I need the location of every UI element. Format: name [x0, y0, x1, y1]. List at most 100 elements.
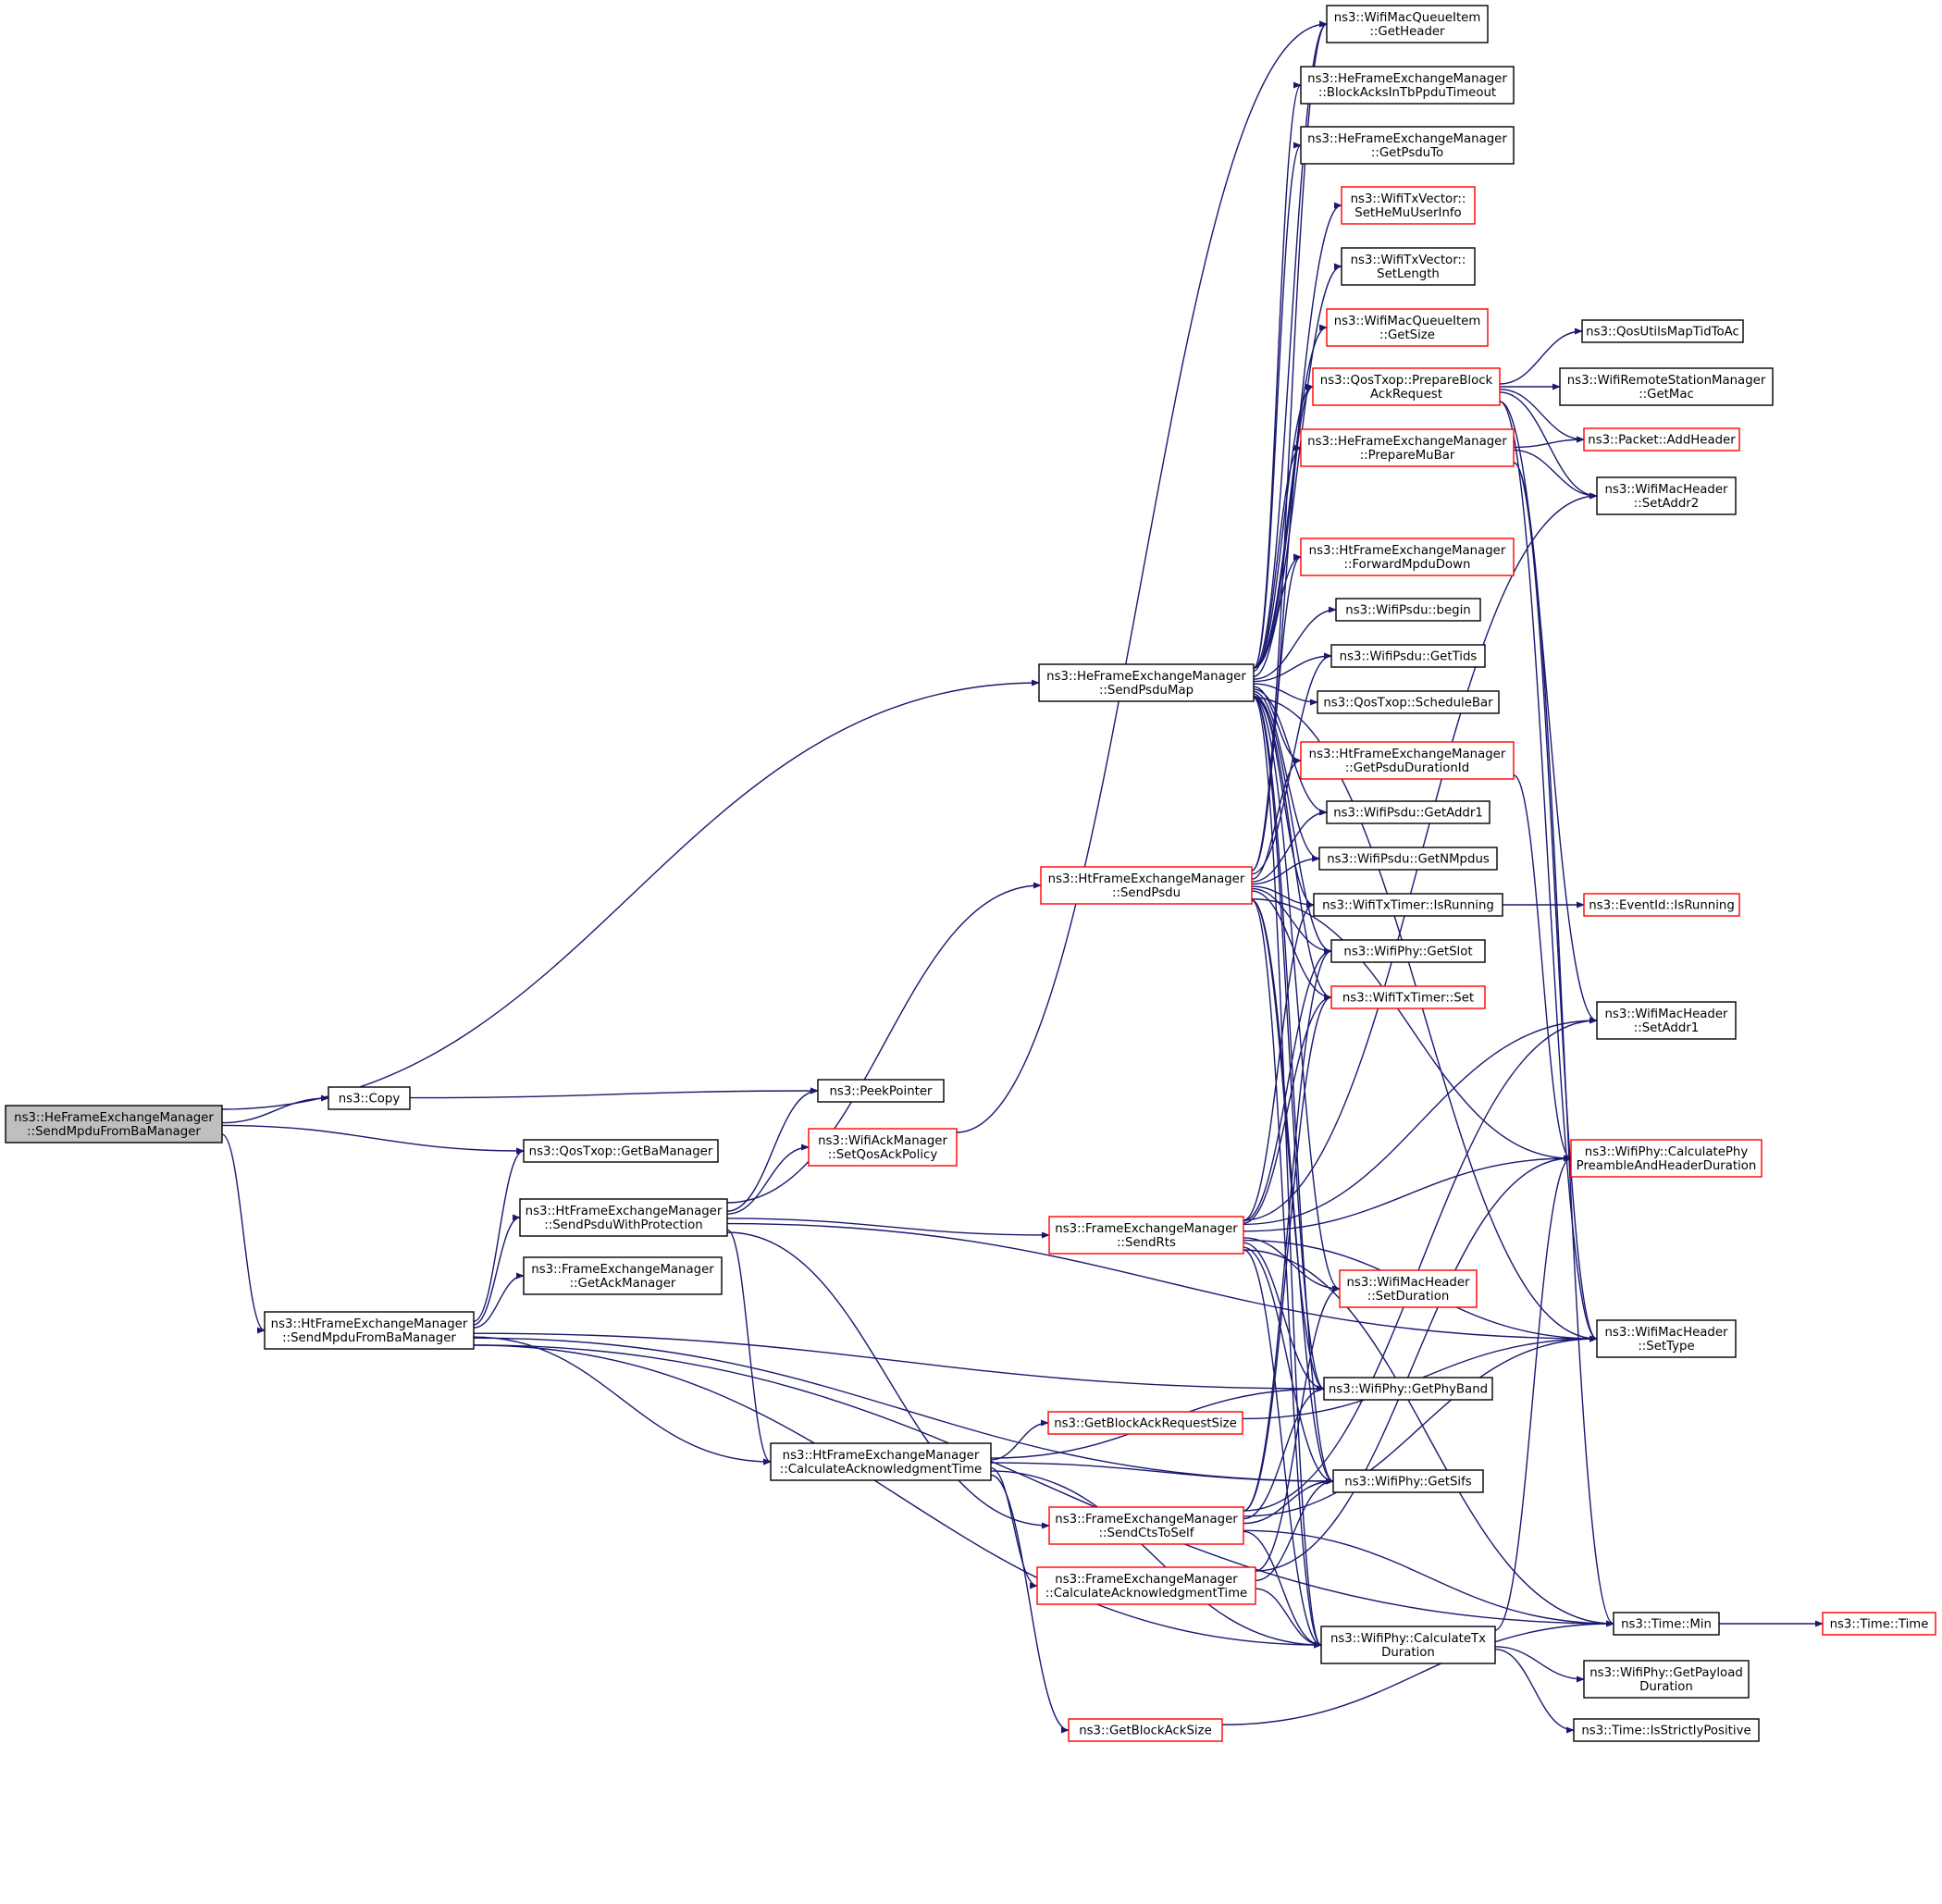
node-box[interactable] — [523, 1256, 723, 1295]
node-box[interactable] — [1300, 66, 1515, 105]
node-phy-calcpreamble[interactable]: ns3::WifiPhy::CalculatePhyPreambleAndHea… — [1570, 1139, 1763, 1178]
node-getackmgr[interactable]: ns3::FrameExchangeManager::GetAckManager — [523, 1256, 723, 1295]
node-box[interactable] — [1330, 644, 1486, 668]
node-box[interactable] — [523, 1139, 719, 1163]
node-hdr-setaddr2[interactable]: ns3::WifiMacHeader::SetAddr2 — [1596, 476, 1737, 515]
node-box[interactable] — [1318, 847, 1498, 871]
node-box[interactable] — [808, 1128, 958, 1167]
node-box[interactable] — [1038, 663, 1255, 702]
node-phy-getslot[interactable]: ns3::WifiPhy::GetSlot — [1330, 939, 1486, 963]
node-setqosack[interactable]: ns3::WifiAckManager::SetQosAckPolicy — [808, 1128, 958, 1167]
node-getbamgr[interactable]: ns3::QosTxop::GetBaManager — [523, 1139, 719, 1163]
node-he-sendpsdumap[interactable]: ns3::HeFrameExchangeManager::SendPsduMap — [1038, 663, 1255, 702]
node-ht-sendpsdu[interactable]: ns3::HtFrameExchangeManager::SendPsdu — [1040, 866, 1253, 905]
node-box[interactable] — [1341, 247, 1476, 286]
node-psdu-getaddr1[interactable]: ns3::WifiPsdu::GetAddr1 — [1326, 800, 1491, 824]
node-hdr-setduration[interactable]: ns3::WifiMacHeader::SetDuration — [1339, 1269, 1478, 1308]
node-box[interactable] — [1326, 308, 1489, 347]
node-box[interactable] — [1583, 1660, 1750, 1699]
node-box[interactable] — [1330, 985, 1486, 1009]
node-box[interactable] — [1313, 893, 1503, 917]
node-txv-setlength[interactable]: ns3::WifiTxVector::SetLength — [1341, 247, 1476, 286]
node-box[interactable] — [1596, 476, 1737, 515]
node-box[interactable] — [1596, 1319, 1737, 1358]
node-box[interactable] — [1326, 5, 1489, 43]
node-box[interactable] — [1040, 866, 1253, 905]
node-getbarsize[interactable]: ns3::GetBlockAckRequestSize — [1047, 1411, 1243, 1435]
node-box[interactable] — [1048, 1506, 1244, 1545]
node-box[interactable] — [1068, 1718, 1223, 1742]
node-box[interactable] — [264, 1311, 475, 1350]
node-mqi-getsize[interactable]: ns3::WifiMacQueueItem::GetSize — [1326, 308, 1489, 347]
node-box[interactable] — [1317, 690, 1500, 714]
node-ht-calcack[interactable]: ns3::HtFrameExchangeManager::CalculateAc… — [770, 1442, 992, 1481]
node-box[interactable] — [1339, 1269, 1478, 1308]
node-psdu-getnmpdus[interactable]: ns3::WifiPsdu::GetNMpdus — [1318, 847, 1498, 871]
node-box[interactable] — [1323, 1377, 1493, 1401]
node-box[interactable] — [1300, 428, 1515, 467]
node-root[interactable]: ns3::HeFrameExchangeManager::SendMpduFro… — [5, 1105, 223, 1144]
node-box[interactable] — [1559, 367, 1774, 406]
node-box[interactable] — [328, 1086, 411, 1110]
node-phy-getphyband[interactable]: ns3::WifiPhy::GetPhyBand — [1323, 1377, 1493, 1401]
node-getbasize[interactable]: ns3::GetBlockAckSize — [1068, 1718, 1223, 1742]
node-phy-getsifs[interactable]: ns3::WifiPhy::GetSifs — [1332, 1469, 1484, 1493]
node-ht-sendmpdu[interactable]: ns3::HtFrameExchangeManager::SendMpduFro… — [264, 1311, 475, 1350]
node-box[interactable] — [1330, 939, 1486, 963]
node-peekptr[interactable]: ns3::PeekPointer — [817, 1079, 945, 1103]
node-fem-sendcts[interactable]: ns3::FrameExchangeManager::SendCtsToSelf — [1048, 1506, 1244, 1545]
node-box[interactable] — [770, 1442, 992, 1481]
node-packet-addheader[interactable]: ns3::Packet::AddHeader — [1583, 427, 1740, 451]
node-box[interactable] — [519, 1198, 728, 1237]
node-hdr-settype[interactable]: ns3::WifiMacHeader::SetType — [1596, 1319, 1737, 1358]
node-box[interactable] — [1335, 598, 1481, 622]
node-box[interactable] — [1613, 1612, 1720, 1636]
node-qosutils[interactable]: ns3::QosUtilsMapTidToAc — [1581, 319, 1744, 343]
node-ht-forwardmpdu[interactable]: ns3::HtFrameExchangeManager::ForwardMpdu… — [1300, 538, 1515, 576]
node-time-time[interactable]: ns3::Time::Time — [1822, 1612, 1936, 1636]
node-psdu-begin[interactable]: ns3::WifiPsdu::begin — [1335, 598, 1481, 622]
node-box[interactable] — [1300, 538, 1515, 576]
node-fem-sendrts[interactable]: ns3::FrameExchangeManager::SendRts — [1048, 1216, 1244, 1255]
node-hdr-setaddr1[interactable]: ns3::WifiMacHeader::SetAddr1 — [1596, 1001, 1737, 1040]
node-mqi-getheader[interactable]: ns3::WifiMacQueueItem::GetHeader — [1326, 5, 1489, 43]
node-box[interactable] — [1570, 1139, 1763, 1178]
node-qos-schedulebar[interactable]: ns3::QosTxop::ScheduleBar — [1317, 690, 1500, 714]
node-he-getpsduto[interactable]: ns3::HeFrameExchangeManager::GetPsduTo — [1300, 126, 1515, 165]
node-time-min[interactable]: ns3::Time::Min — [1613, 1612, 1720, 1636]
node-box[interactable] — [1320, 1626, 1496, 1664]
node-psdu-gettids[interactable]: ns3::WifiPsdu::GetTids — [1330, 644, 1486, 668]
node-box[interactable] — [1036, 1566, 1256, 1605]
node-txv-sethemu[interactable]: ns3::WifiTxVector::SetHeMuUserInfo — [1341, 186, 1476, 225]
node-box[interactable] — [1573, 1718, 1760, 1742]
node-time-strictpos[interactable]: ns3::Time::IsStrictlyPositive — [1573, 1718, 1760, 1742]
node-box[interactable] — [817, 1079, 945, 1103]
node-box[interactable] — [1300, 126, 1515, 165]
node-box[interactable] — [1581, 319, 1744, 343]
node-box[interactable] — [1300, 741, 1515, 780]
node-eventid-isrunning[interactable]: ns3::EventId::IsRunning — [1583, 893, 1740, 917]
node-copy[interactable]: ns3::Copy — [328, 1086, 411, 1110]
node-box[interactable] — [1047, 1411, 1243, 1435]
node-ht-sendpsduprot[interactable]: ns3::HtFrameExchangeManager::SendPsduWit… — [519, 1198, 728, 1237]
node-ht-getpsdudur[interactable]: ns3::HtFrameExchangeManager::GetPsduDura… — [1300, 741, 1515, 780]
node-box[interactable] — [1596, 1001, 1737, 1040]
node-box[interactable] — [1822, 1612, 1936, 1636]
node-txtimer-set[interactable]: ns3::WifiTxTimer::Set — [1330, 985, 1486, 1009]
node-box[interactable] — [1312, 367, 1501, 406]
node-box[interactable] — [1326, 800, 1491, 824]
node-box[interactable] — [1583, 893, 1740, 917]
node-box[interactable] — [1048, 1216, 1244, 1255]
node-box[interactable] — [1583, 427, 1740, 451]
node-he-preparemubar[interactable]: ns3::HeFrameExchangeManager::PrepareMuBa… — [1300, 428, 1515, 467]
node-rsm-getmac[interactable]: ns3::WifiRemoteStationManager::GetMac — [1559, 367, 1774, 406]
node-he-blockacks[interactable]: ns3::HeFrameExchangeManager::BlockAcksIn… — [1300, 66, 1515, 105]
node-fem-calcack[interactable]: ns3::FrameExchangeManager::CalculateAckn… — [1036, 1566, 1256, 1605]
node-box[interactable] — [1341, 186, 1476, 225]
node-box[interactable] — [1332, 1469, 1484, 1493]
node-box[interactable] — [5, 1105, 223, 1144]
node-txtimer-isrunning[interactable]: ns3::WifiTxTimer::IsRunning — [1313, 893, 1503, 917]
